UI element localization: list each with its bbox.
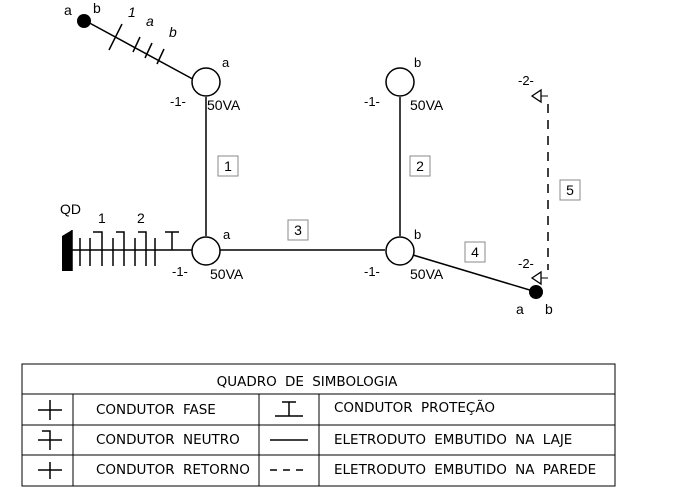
switch-bottom-right: a b: [516, 285, 553, 317]
switch-terminal-bottom: -2-: [518, 256, 542, 286]
return-mark-b: [156, 48, 165, 65]
switch-label-a: a: [516, 301, 524, 317]
lamp-power: 50VA: [210, 266, 244, 282]
switch-dot-icon: [529, 285, 543, 299]
lamp-circuit: -1-: [172, 264, 188, 279]
feeder-mark-neutral: [138, 231, 147, 266]
lamp-power: 50VA: [410, 266, 444, 282]
lamp-bottom-right: -1- b 50VA: [364, 227, 444, 282]
legend-neutral-text: CONDUTOR NEUTRO: [96, 432, 240, 448]
lamp-top-left: -1- a 50VA: [170, 55, 241, 113]
legend-ceiling-conduit-text: ELETRODUTO EMBUTIDO NA LAJE: [334, 432, 572, 448]
return-mark-a: [132, 36, 141, 53]
conduits: [83, 19, 549, 292]
lamp-icon: [385, 236, 415, 266]
segment-box-2: [409, 155, 431, 177]
wire-mark-label-b: b: [169, 24, 177, 40]
segment-box-1: [217, 155, 239, 177]
lamp-bottom-left: -1- a 50VA: [172, 227, 244, 282]
neutral-conductor-symbol: [38, 430, 62, 450]
lamp-icon: [191, 236, 221, 266]
legend-table: QUADRO DE SIMBOLOGIA CONDUTOR FASE CO: [21, 363, 616, 487]
conduit-switch-a: [83, 19, 201, 84]
switch-dot-icon: [77, 14, 91, 28]
switch-terminal-icon: [530, 270, 542, 286]
segment-box-4: [464, 241, 486, 263]
switch-label-b: b: [545, 301, 553, 317]
lamp-icon: [385, 67, 415, 97]
legend-protection-text: CONDUTOR PROTEÇÃO: [334, 399, 495, 416]
panel-circuit-1: 1: [98, 210, 106, 226]
switch-label-a: a: [64, 2, 72, 18]
wire-mark-label-n: 1: [128, 4, 136, 20]
segment-box-5: [559, 179, 581, 201]
lamp-switch-label: b: [414, 55, 421, 70]
feeder-wire-marks: [79, 231, 179, 266]
conduit-segment-4: [412, 254, 534, 292]
legend-phase-text: CONDUTOR FASE: [96, 402, 216, 418]
phase-conductor-symbol: [38, 400, 62, 420]
terminal-circuit: -2-: [518, 256, 534, 271]
lamp-switch-label: a: [223, 227, 231, 242]
lamp-top-right: -1- b 50VA: [364, 55, 444, 113]
switch-terminal-top: -2-: [518, 73, 542, 104]
segment-number-3: 3: [294, 222, 302, 238]
wire-marks-switch-conduit: 1 a b: [108, 4, 177, 65]
switch-label-b: b: [93, 0, 101, 16]
return-mark-a2: [144, 42, 153, 59]
panel-label: QD: [60, 201, 81, 217]
segment-labels: 1 2 3 4 5: [217, 155, 581, 263]
panel-circuit-2: 2: [137, 210, 145, 226]
distribution-panel: QD 1 2: [60, 201, 145, 271]
segment-number-5: 5: [566, 182, 574, 198]
terminal-circuit: -2-: [518, 73, 534, 88]
switch-top-left: a b: [64, 0, 101, 28]
lamp-switch-label: b: [414, 227, 421, 242]
feeder-mark-neutral: [116, 231, 125, 266]
lamp-switch-label: a: [222, 55, 230, 70]
lamp-icon: [191, 67, 221, 97]
neutral-mark: [108, 23, 123, 51]
panel-icon: [62, 230, 72, 271]
lamp-power: 50VA: [410, 97, 444, 113]
legend-wall-conduit-text: ELETRODUTO EMBUTIDO NA PAREDE: [334, 462, 596, 478]
legend-return-text: CONDUTOR RETORNO: [96, 462, 250, 478]
protection-conductor-symbol: [275, 401, 303, 417]
feeder-mark-neutral: [93, 231, 103, 266]
lamp-circuit: -1-: [364, 264, 380, 279]
wire-mark-label-a: a: [146, 13, 154, 29]
segment-number-1: 1: [224, 158, 232, 174]
lamp-circuit: -1-: [364, 94, 380, 109]
lamp-power: 50VA: [207, 97, 241, 113]
switch-terminal-icon: [530, 88, 542, 104]
segment-number-2: 2: [416, 158, 424, 174]
return-conductor-symbol: [38, 462, 62, 479]
segment-box-3: [287, 219, 309, 241]
lamp-circuit: -1-: [170, 94, 186, 109]
legend-title: QUADRO DE SIMBOLOGIA: [217, 374, 399, 390]
segment-number-4: 4: [471, 244, 479, 260]
